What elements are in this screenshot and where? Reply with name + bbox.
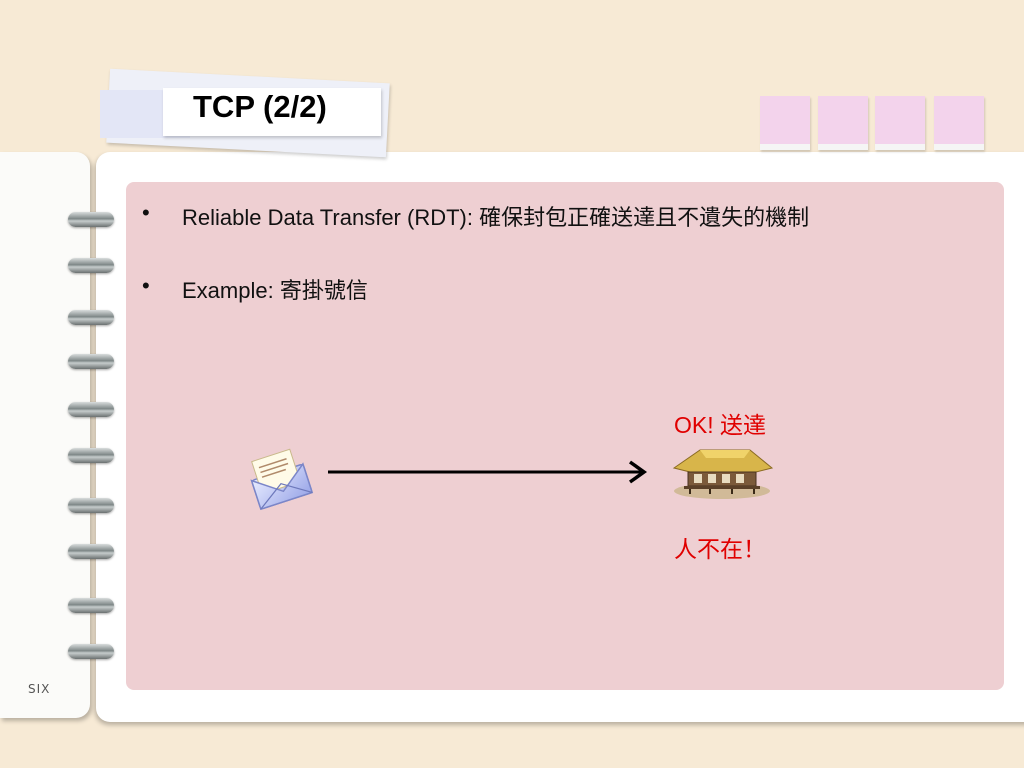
page-label: SIX: [28, 682, 51, 696]
binder-ring: [68, 310, 114, 325]
arrow-right-icon: [326, 458, 652, 491]
recipient-absent-label: 人不在！: [674, 536, 766, 562]
binder-ring: [68, 498, 114, 513]
binder-ring: [68, 644, 114, 659]
sticky-tab-3: [875, 96, 925, 150]
content-panel: [126, 182, 1004, 690]
envelope-icon: [244, 448, 316, 519]
bullet-text: Example: 寄掛號信: [182, 278, 368, 303]
ok-delivered-label: OK! 送達: [674, 412, 767, 438]
sticky-tab-1: [760, 96, 810, 150]
binder-ring: [68, 544, 114, 559]
house-icon: [670, 444, 776, 505]
bullet-marker: •: [142, 200, 150, 225]
notebook-left-page: [0, 152, 90, 718]
slide-title: TCP (2/2): [193, 89, 327, 124]
binder-ring: [68, 448, 114, 463]
title-tab: [163, 88, 381, 136]
binder-ring: [68, 212, 114, 227]
binder-ring: [68, 258, 114, 273]
sticky-tab-2: [818, 96, 868, 150]
binder-ring: [68, 354, 114, 369]
sticky-tab-4: [934, 96, 984, 150]
bullet-marker: •: [142, 273, 150, 298]
binder-ring: [68, 598, 114, 613]
binder-ring: [68, 402, 114, 417]
bullet-text: Reliable Data Transfer (RDT): 確保封包正確送達且不…: [182, 205, 810, 230]
